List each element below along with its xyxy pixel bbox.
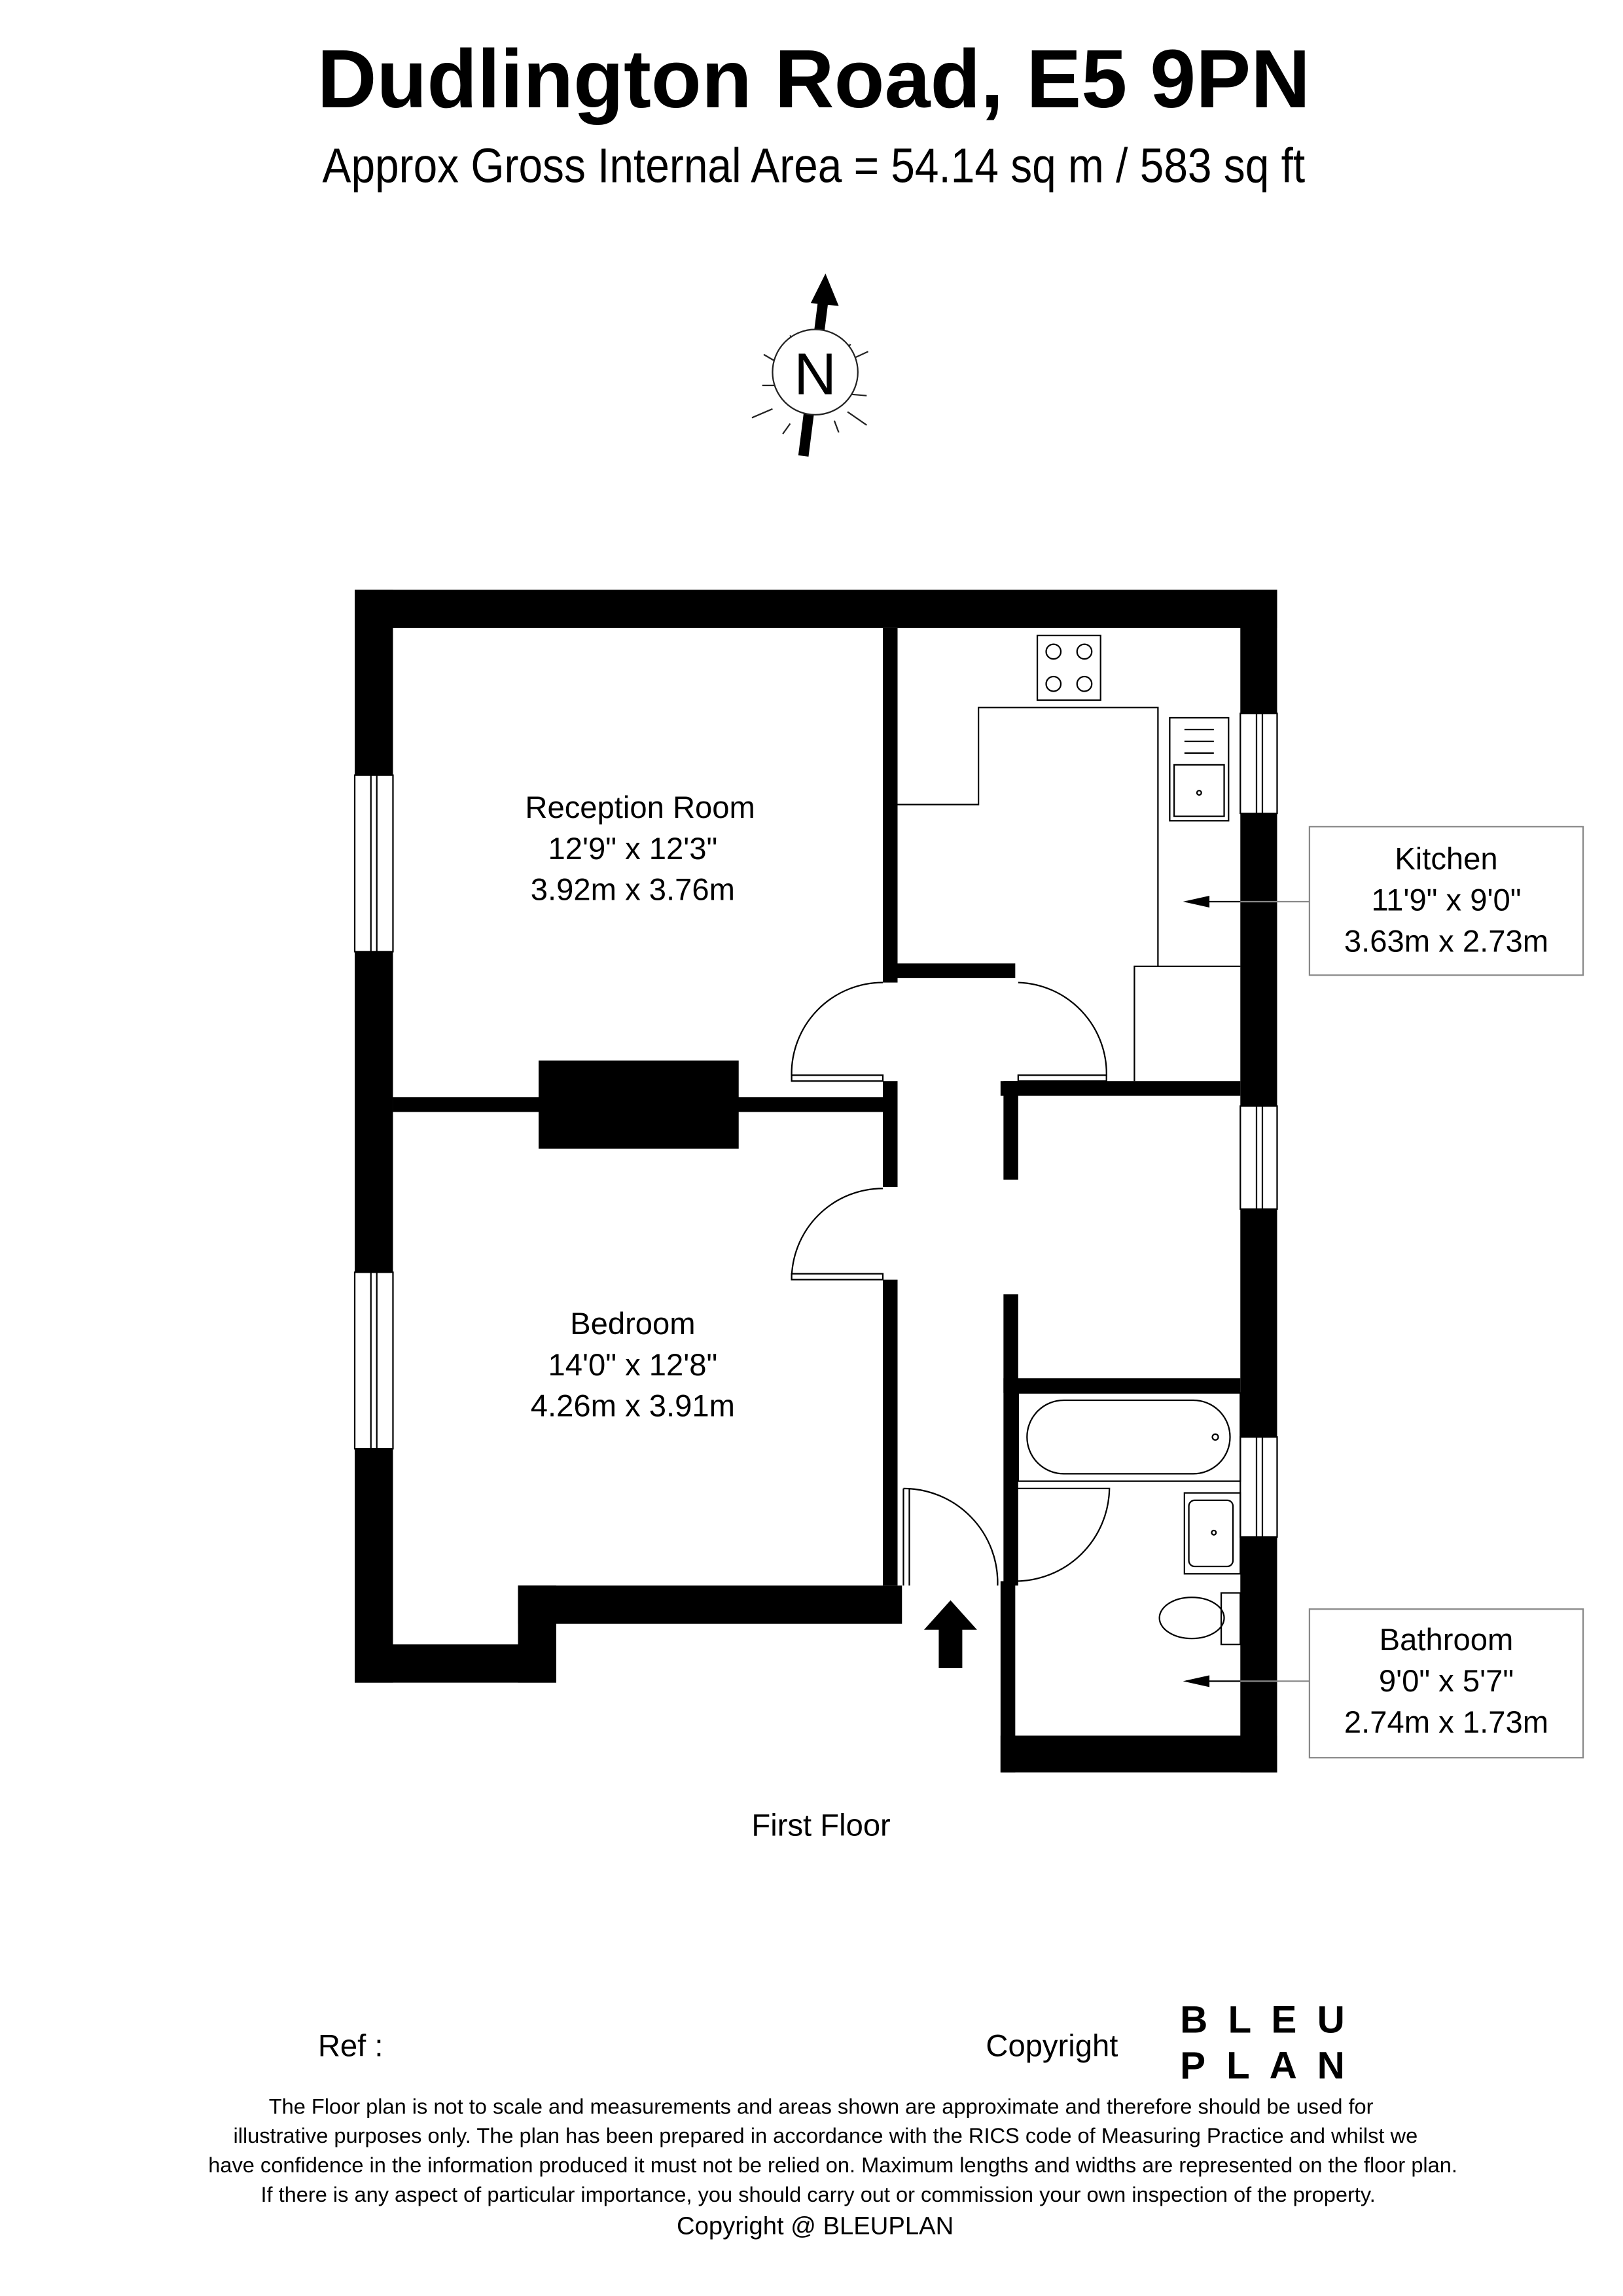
disclaimer-line: The Floor plan is not to scale and measu… (269, 2094, 1374, 2118)
room-name: Kitchen (1395, 842, 1497, 877)
logo-line-2: P L A N (1180, 2044, 1345, 2087)
toilet-icon (1158, 1597, 1225, 1640)
window (1240, 1105, 1278, 1210)
page-subtitle: Approx Gross Internal Area = 54.14 sq m … (323, 139, 1306, 193)
room-metric: 3.63m x 2.73m (1344, 924, 1548, 959)
basin-icon (1183, 1492, 1241, 1575)
room-metric: 2.74m x 1.73m (1344, 1705, 1548, 1740)
doors (791, 981, 1111, 1586)
copyright-line: Copyright @ BLEUPLAN (677, 2212, 954, 2240)
walls (355, 590, 1277, 1773)
window (353, 774, 394, 953)
bleuplan-logo: B L E U P L A N (1180, 1999, 1345, 2087)
room-label-kitchen: Kitchen 11'9" x 9'0" 3.63m x 2.73m (1183, 826, 1584, 976)
room-metric: 3.92m x 3.76m (531, 873, 735, 908)
bath-icon (1017, 1392, 1241, 1482)
page-title: Dudlington Road, E5 9PN (317, 33, 1311, 125)
window (1240, 713, 1278, 815)
room-imperial: 9'0" x 5'7" (1379, 1664, 1514, 1699)
ref-label: Ref : (318, 2029, 383, 2064)
hob-icon (1036, 634, 1101, 701)
entrance-arrow-icon (923, 1600, 977, 1669)
sink-icon (1169, 716, 1230, 822)
disclaimer-line: have confidence in the information produ… (208, 2153, 1457, 2177)
room-metric: 4.26m x 3.91m (531, 1389, 735, 1424)
room-imperial: 11'9" x 9'0" (1371, 883, 1521, 917)
room-name: Bathroom (1380, 1623, 1514, 1657)
room-label-bathroom: Bathroom 9'0" x 5'7" 2.74m x 1.73m (1183, 1608, 1584, 1759)
room-label-reception: Reception Room 12'9" x 12'3" 3.92m x 3.7… (525, 790, 755, 908)
room-imperial: 14'0" x 12'8" (548, 1348, 717, 1383)
window (353, 1271, 394, 1450)
compass-label: N (794, 342, 836, 407)
disclaimer-line: illustrative purposes only. The plan has… (234, 2123, 1418, 2147)
room-name: Reception Room (525, 790, 755, 825)
disclaimer: The Floor plan is not to scale and measu… (208, 2094, 1457, 2240)
windows (353, 713, 1278, 1538)
floor-label: First Floor (751, 1808, 890, 1843)
kitchen-fittings (897, 634, 1241, 1082)
bathroom-fittings (1017, 1392, 1241, 1646)
north-arrow-icon: N (751, 274, 869, 457)
room-imperial: 12'9" x 12'3" (548, 832, 717, 866)
chimney-breast (539, 1060, 739, 1149)
logo-line-1: B L E U (1180, 1999, 1345, 2041)
copyright-label: Copyright (986, 2029, 1118, 2064)
room-label-bedroom: Bedroom 14'0" x 12'8" 4.26m x 3.91m (531, 1307, 735, 1424)
window (1240, 1436, 1278, 1538)
room-name: Bedroom (570, 1307, 695, 1341)
disclaimer-line: If there is any aspect of particular imp… (260, 2182, 1375, 2206)
